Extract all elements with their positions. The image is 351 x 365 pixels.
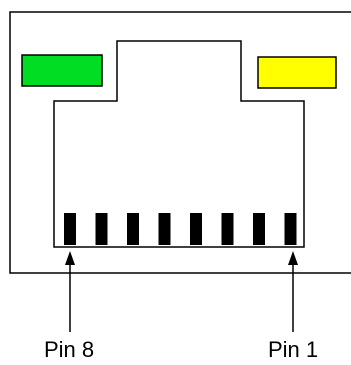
jack-housing-outline (9, 11, 351, 274)
yellow-led (257, 56, 337, 89)
green-led (21, 54, 103, 87)
contact-pin-7 (95, 213, 108, 245)
contact-pins (64, 213, 297, 245)
contact-pin-4 (190, 213, 202, 245)
port-cavity-outline (53, 40, 305, 248)
contact-pin-3 (221, 213, 234, 245)
contact-pin-8 (64, 213, 76, 245)
contact-pin-1 (284, 213, 297, 245)
pin8-label: Pin 8 (44, 337, 95, 362)
pin8-arrow (65, 251, 75, 332)
contact-pin-5 (158, 213, 171, 245)
pin1-label: Pin 1 (268, 337, 319, 362)
pin1-arrow (288, 251, 298, 332)
contact-pin-2 (253, 213, 265, 245)
contact-pin-6 (127, 213, 139, 245)
